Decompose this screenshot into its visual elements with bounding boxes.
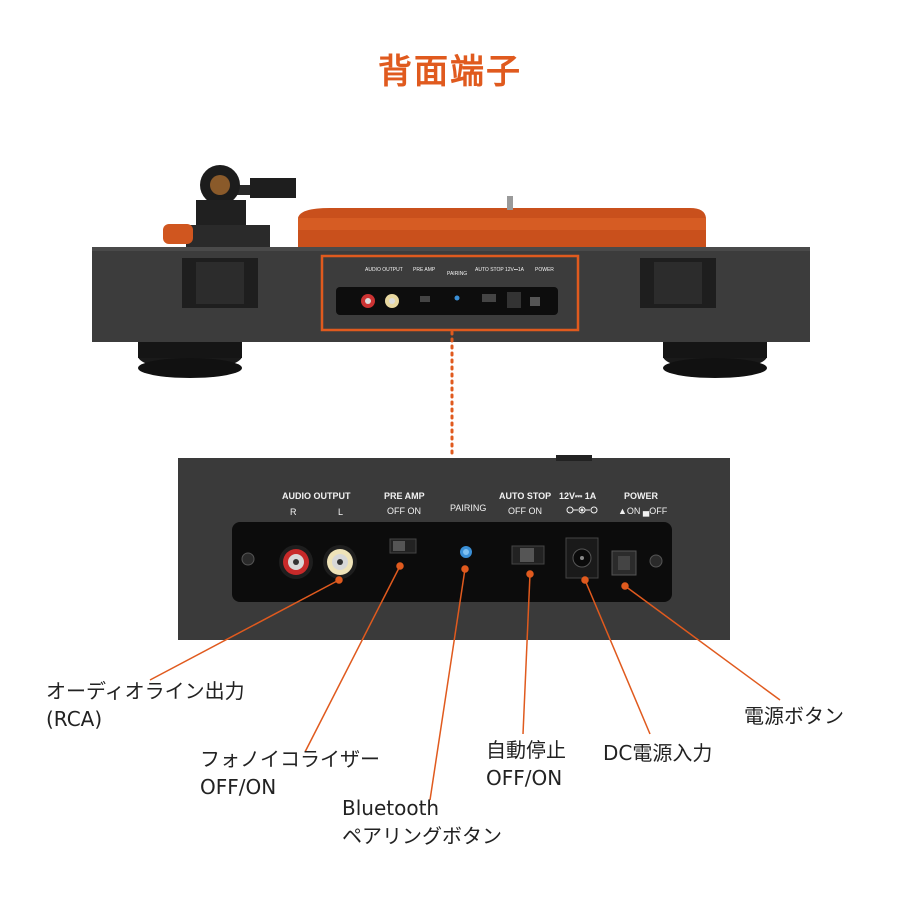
svg-text:OFF ON: OFF ON	[387, 506, 421, 516]
svg-text:AUTO STOP: AUTO STOP	[475, 267, 504, 273]
audio-line-out-label: オーディオライン出力 (RCA)	[46, 679, 245, 731]
dc-input-label: DC電源入力	[603, 741, 713, 765]
mini-label-audio: AUDIO OUTPUT	[365, 267, 403, 273]
polarity-symbol	[566, 506, 598, 514]
highlight-box	[320, 254, 580, 332]
power-button-label: 電源ボタン	[744, 704, 844, 728]
svg-text:▲ON ▄OFF: ▲ON ▄OFF	[618, 506, 668, 517]
auto-stop-text: AUTO STOP	[499, 491, 551, 501]
leader-lines	[149, 562, 781, 801]
closeup-panel: AUDIO OUTPUT R L PRE AMP OFF ON PAIRING …	[178, 455, 730, 640]
svg-text:12V⎓1A: 12V⎓1A	[505, 267, 525, 273]
svg-text:POWER: POWER	[535, 267, 554, 273]
dc-rating-text: 12V⎓ 1A	[559, 491, 597, 501]
svg-text:PAIRING: PAIRING	[447, 271, 467, 277]
pre-amp-text: PRE AMP	[384, 491, 425, 501]
power-text: POWER	[624, 491, 659, 501]
svg-text:L: L	[338, 507, 343, 517]
auto-stop-label: 自動停止 OFF/ON	[486, 738, 566, 790]
bluetooth-pairing-label: Bluetooth ペアリングボタン	[342, 796, 502, 848]
svg-text:PRE AMP: PRE AMP	[413, 267, 436, 273]
turntable-image: AUDIO OUTPUT PRE AMP PAIRING AUTO STOP 1…	[92, 165, 810, 378]
phono-eq-label: フォノイコライザー OFF/ON	[200, 747, 380, 799]
pairing-text: PAIRING	[450, 503, 486, 513]
svg-text:R: R	[290, 507, 297, 517]
spindle	[507, 196, 513, 210]
audio-output-text: AUDIO OUTPUT	[282, 491, 351, 501]
svg-text:OFF ON: OFF ON	[508, 506, 542, 516]
page-title: 背面端子	[378, 53, 522, 91]
